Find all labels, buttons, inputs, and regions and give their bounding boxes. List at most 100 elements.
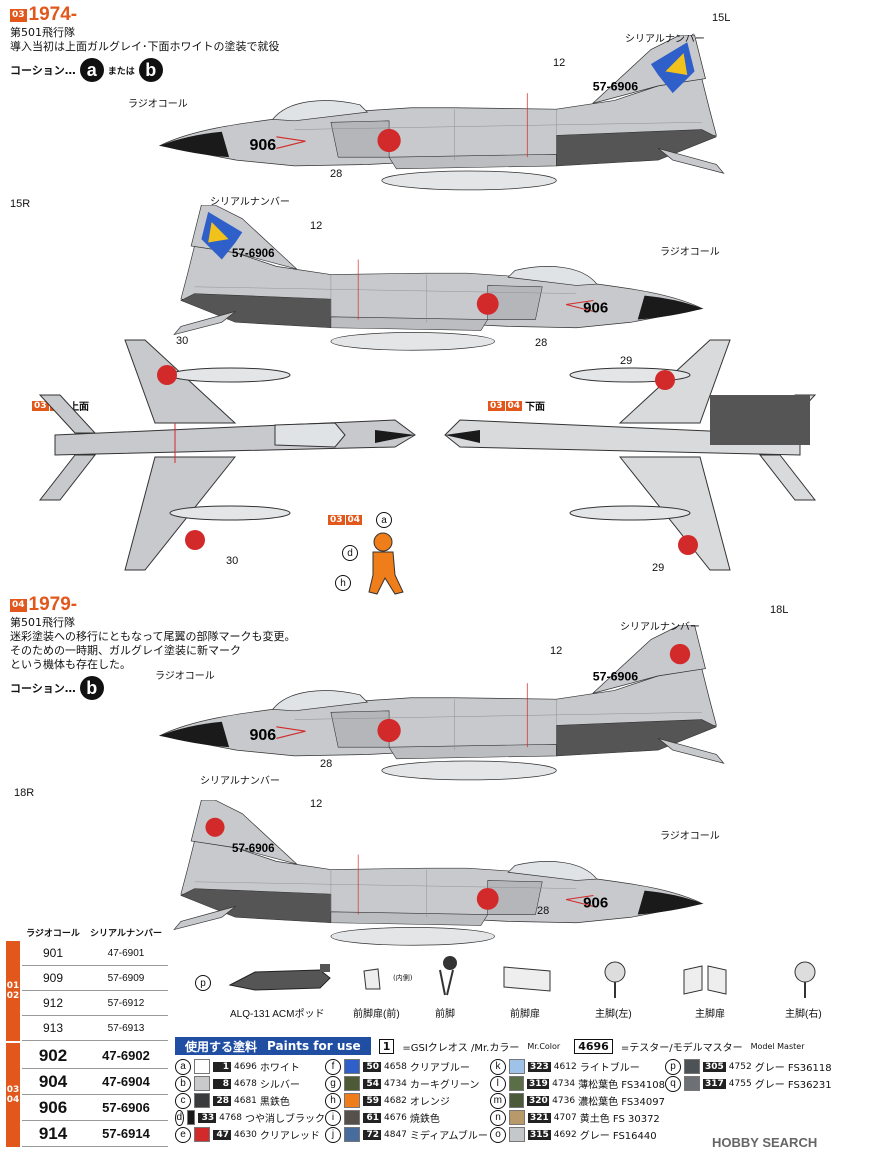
paint-code: m	[490, 1092, 506, 1109]
paint-name: グレー FS36118	[754, 1063, 832, 1074]
paint-name: 濃松葉色 FS34097	[578, 1097, 665, 1108]
model-master-number: 4752	[728, 1061, 752, 1072]
paint-swatch	[344, 1093, 360, 1108]
front-door2-part	[503, 966, 551, 992]
paint-swatch	[684, 1076, 700, 1091]
serial-text: 57-6906	[593, 79, 638, 93]
gsi-number: 54	[363, 1078, 381, 1089]
aircraft-profile-1: 906 57-6906	[159, 35, 725, 191]
acm-pod-part	[228, 964, 331, 991]
model-master-number: 4734	[552, 1078, 576, 1089]
radio-call-text: 906	[249, 137, 276, 154]
paint-code: g	[325, 1075, 341, 1092]
model-master-number: 4681	[234, 1095, 257, 1106]
model-master-number: 4696	[234, 1061, 257, 1072]
paint-swatch	[509, 1127, 525, 1142]
caution-row: コーション… b	[10, 676, 295, 700]
gsi-number: 323	[528, 1061, 551, 1072]
paint-swatch	[684, 1059, 700, 1074]
caution-a: a	[79, 58, 104, 82]
section-04-header: 04 1979- 第501飛行隊 迷彩塗装への移行にともなって尾翼の部隊マークも…	[10, 594, 295, 700]
aircraft-profile-2: 906 57-6906	[173, 205, 704, 351]
paint-swatch	[344, 1059, 360, 1074]
paint-swatch	[194, 1059, 210, 1074]
gsi-number: 320	[527, 1095, 550, 1106]
section-year: 1979-	[28, 594, 78, 615]
paint-name: クリアレッド	[259, 1131, 320, 1142]
paint-code: d	[175, 1109, 184, 1126]
paint-swatch	[344, 1110, 360, 1125]
model-master-number: 4678	[234, 1078, 257, 1089]
paint-code: k	[490, 1058, 506, 1075]
paint-legend-title: 使用する塗料 Paints for use	[175, 1037, 371, 1055]
paint-code: q	[665, 1075, 681, 1092]
paint-code: f	[325, 1058, 341, 1075]
paint-swatch	[194, 1093, 210, 1108]
paint-name: ミディアムブルー	[409, 1131, 488, 1142]
caution-row: コーション… a または b	[10, 58, 280, 82]
gsi-number: 61	[363, 1112, 381, 1123]
paint-name: シルバー	[259, 1080, 300, 1091]
gsi-number: 47	[213, 1129, 231, 1140]
svg-text:906: 906	[583, 895, 608, 912]
paint-name: 薄松葉色 FS34108	[578, 1080, 665, 1091]
bottom-view-label: 03 04 下面	[488, 400, 546, 413]
aircraft-profile-6: 906 57-6906	[173, 800, 704, 946]
model-master-number: 4755	[728, 1078, 752, 1089]
svg-text:57-6906: 57-6906	[232, 843, 275, 855]
pilot-figure	[368, 532, 404, 595]
gsi-number: 8	[213, 1078, 231, 1089]
model-master-number: 4847	[384, 1129, 407, 1140]
serial-text: 57-6906	[232, 248, 275, 260]
svg-text:906: 906	[249, 727, 276, 744]
pilot-label: 03 04	[328, 515, 363, 525]
paint-swatch	[508, 1076, 525, 1091]
model-master-number: 4612	[553, 1061, 577, 1072]
plan-view-top	[38, 339, 416, 571]
paint-swatch	[509, 1059, 525, 1074]
paint-name: 黄土色 FS 30372	[579, 1114, 660, 1125]
paint-name: 焼鉄色	[409, 1114, 440, 1125]
parts-row: p ALQ-131 ACMポッド 前脚扉(前) (内側) 前脚 前脚扉 主脚(左…	[185, 955, 865, 1020]
paint-code: j	[325, 1126, 341, 1143]
paint-name: カーキグリーン	[409, 1080, 480, 1091]
paint-code: o	[490, 1126, 506, 1143]
paint-name: グレー FS36231	[754, 1080, 832, 1091]
paint-code: a	[175, 1058, 191, 1075]
gsi-number: 305	[703, 1061, 726, 1072]
plan-view-bottom	[444, 339, 817, 571]
caution-b: b	[79, 676, 104, 700]
paint-name: グレー FS16440	[579, 1131, 657, 1142]
paint-code: l	[490, 1075, 506, 1092]
model-master-number: 4707	[553, 1112, 577, 1123]
model-master-number: 4658	[384, 1061, 407, 1072]
paint-code: c	[175, 1092, 191, 1109]
model-master-number: 4676	[384, 1112, 407, 1123]
watermark: HOBBY SEARCH	[712, 1135, 818, 1150]
paint-name: ホワイト	[259, 1063, 300, 1074]
paint-code: b	[175, 1075, 191, 1092]
gsi-number: 317	[703, 1078, 726, 1089]
caution-b: b	[138, 58, 163, 82]
paint-swatch	[344, 1076, 360, 1091]
svg-text:57-6906: 57-6906	[593, 669, 638, 683]
